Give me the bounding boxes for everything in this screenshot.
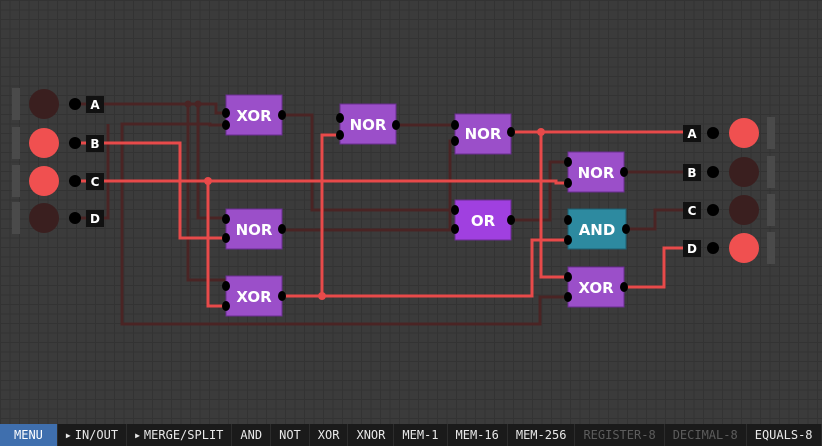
output-handle[interactable] (767, 232, 775, 264)
input-led[interactable] (29, 89, 59, 119)
output-label: C (688, 204, 697, 218)
menu-label: MENU (14, 428, 43, 442)
pin-label-box (86, 96, 104, 113)
xor-component-button[interactable]: XOR (309, 424, 349, 446)
gate-label: NOR (465, 125, 502, 143)
pin-label-box (86, 210, 104, 227)
pin-label-box (683, 240, 701, 257)
gate-label: NOR (578, 164, 615, 182)
not-component-button[interactable]: NOT (271, 424, 310, 446)
input-label: C (91, 175, 100, 189)
input-c[interactable]: C (12, 165, 104, 197)
submenu-arrow-icon: ▶ (135, 430, 140, 440)
gate-nor-1[interactable]: NOR (336, 103, 400, 145)
decimal8-label: DECIMAL-8 (672, 428, 738, 442)
output-c[interactable]: C (683, 194, 775, 226)
and-component-button[interactable]: AND (232, 424, 272, 446)
gate-nor-3[interactable]: NOR (222, 208, 286, 250)
wire-junctions (184, 100, 545, 300)
gate-label: XOR (578, 279, 614, 297)
register8-component-button[interactable]: REGISTER-8 (575, 424, 665, 446)
mem16-label: MEM-16 (455, 428, 499, 442)
input-label: D (90, 212, 100, 226)
gate-nor-4[interactable]: NOR (564, 151, 628, 193)
gate-label: OR (471, 212, 496, 230)
output-a[interactable]: A (683, 117, 775, 149)
input-handle[interactable] (12, 202, 20, 234)
output-led (729, 195, 759, 225)
xor-label: XOR (317, 428, 340, 442)
mem1-label: MEM-1 (402, 428, 439, 442)
input-label: B (90, 137, 99, 151)
not-label: NOT (279, 428, 301, 442)
pin-label-box (86, 135, 104, 152)
menu-button[interactable]: MENU (0, 424, 58, 446)
output-led (729, 233, 759, 263)
input-a[interactable]: A (12, 88, 104, 120)
and-label: AND (240, 428, 263, 442)
component-toolbar: MENU ▶IN/OUT ▶MERGE/SPLIT AND NOT XOR XN… (0, 424, 822, 446)
output-label: A (687, 127, 697, 141)
decimal8-component-button[interactable]: DECIMAL-8 (664, 424, 747, 446)
mem16-component-button[interactable]: MEM-16 (447, 424, 508, 446)
input-label: A (90, 98, 100, 112)
merge-split-label: MERGE/SPLIT (143, 428, 224, 442)
gate-xor-2[interactable]: XOR (222, 275, 286, 317)
gate-or-1[interactable]: OR (451, 199, 515, 241)
gate-label: AND (579, 221, 616, 239)
output-label: B (687, 166, 696, 180)
pin-label-box (86, 173, 104, 190)
input-led[interactable] (29, 203, 59, 233)
circuit-canvas[interactable]: A B C D XOR NOR NOR (0, 0, 794, 424)
pin-label-box (683, 164, 701, 181)
gate-label: NOR (350, 116, 387, 134)
inout-label: IN/OUT (74, 428, 119, 442)
input-d[interactable]: D (12, 202, 104, 234)
output-led (729, 118, 759, 148)
pin-label-box (683, 125, 701, 142)
gate-label: XOR (236, 288, 272, 306)
mem256-component-button[interactable]: MEM-256 (507, 424, 576, 446)
xnor-label: XNOR (356, 428, 386, 442)
input-b[interactable]: B (12, 127, 104, 159)
input-handle[interactable] (12, 127, 20, 159)
input-led[interactable] (29, 128, 59, 158)
input-handle[interactable] (12, 165, 20, 197)
equals8-component-button[interactable]: EQUALS-8 (746, 424, 822, 446)
wires-off (70, 102, 686, 326)
mem1-component-button[interactable]: MEM-1 (394, 424, 448, 446)
gate-and-1[interactable]: AND (564, 208, 630, 250)
gate-xor-1[interactable]: XOR (222, 94, 286, 136)
mem256-label: MEM-256 (515, 428, 567, 442)
inout-menu-button[interactable]: ▶IN/OUT (57, 424, 128, 446)
gate-label: XOR (236, 107, 272, 125)
wires-on (70, 130, 686, 308)
equals8-label: EQUALS-8 (754, 428, 813, 442)
input-led[interactable] (29, 166, 59, 196)
output-handle[interactable] (767, 194, 775, 226)
xnor-component-button[interactable]: XNOR (348, 424, 395, 446)
output-d[interactable]: D (683, 232, 775, 264)
register8-label: REGISTER-8 (583, 428, 656, 442)
submenu-arrow-icon: ▶ (65, 430, 71, 440)
gate-nor-2[interactable]: NOR (451, 113, 515, 155)
output-handle[interactable] (767, 156, 775, 188)
gate-xor-3[interactable]: XOR (564, 266, 628, 308)
output-label: D (687, 242, 697, 256)
output-b[interactable]: B (683, 156, 775, 188)
pin-label-box (683, 202, 701, 219)
input-handle[interactable] (12, 88, 20, 120)
output-led (729, 157, 759, 187)
gate-label: NOR (236, 221, 273, 239)
output-handle[interactable] (767, 117, 775, 149)
merge-split-menu-button[interactable]: ▶MERGE/SPLIT (127, 424, 233, 446)
